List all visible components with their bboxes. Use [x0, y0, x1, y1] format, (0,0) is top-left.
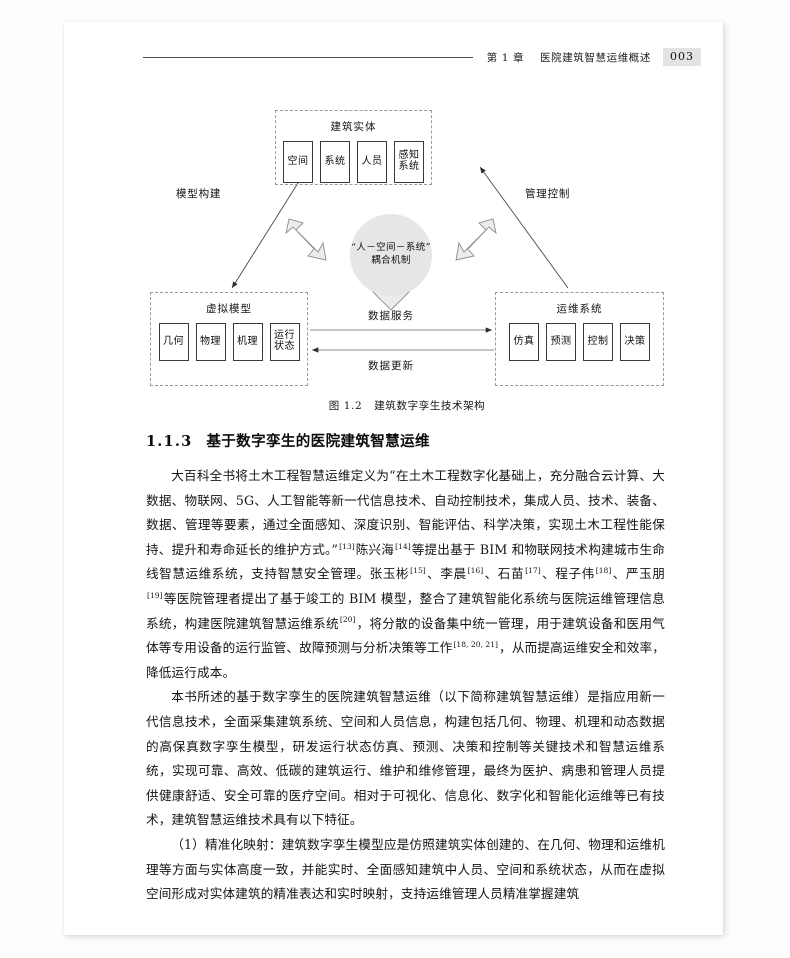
p1-seg-j: ，从而提高运维安全和效率，降低运行成本。	[146, 640, 665, 680]
chip-sensing-system: 感知系统	[394, 141, 424, 183]
p1-seg-f: 、程子伟	[541, 566, 595, 582]
paragraph-3: （1）精准化映射：建筑数字孪生模型应是仿照建筑实体创建的、在几何、物理和运维机理…	[146, 836, 665, 902]
chip-system: 系统	[320, 141, 350, 183]
p1-seg-g: 、严玉朋	[612, 566, 665, 582]
p1-seg-h: 等医院管理者提出了基于竣工的 BIM 模型，整合了建筑智能化系统与医院运维管理信…	[146, 590, 665, 631]
page-number: 003	[663, 48, 701, 66]
p1-ref-18-20-21: [18, 20, 21]	[453, 639, 499, 649]
paragraph-2: 本书所述的基于数字孪生的医院建筑智慧运维（以下简称建筑智慧运维）是指应用新一代信…	[146, 689, 665, 828]
chip-control-label: 控制	[587, 335, 609, 347]
p1-seg-d: 、李晨	[426, 566, 467, 582]
header-chapter-label: 第 1 章	[486, 51, 525, 64]
chip-decision: 决策	[620, 323, 650, 361]
group-building-entity: 建筑实体 空间 系统 人员 感知系统	[275, 110, 432, 185]
chip-simulation: 仿真	[509, 323, 539, 361]
coupling-mechanism-circle: “人－空间－系统” 耦合机制	[350, 214, 432, 296]
chip-decision-label: 决策	[624, 335, 646, 347]
figure-caption-number: 图 1.2	[328, 400, 363, 412]
chip-personnel: 人员	[357, 141, 387, 183]
p1-seg-b: 陈兴海	[355, 541, 395, 557]
chip-mechanism: 机理	[232, 323, 263, 361]
chip-space: 空间	[283, 141, 313, 183]
group-om-system-title: 运维系统	[556, 303, 603, 315]
p1-seg-a: 大百科全书将土木工程智慧运维定义为“在土木工程数字化基础上，充分融合云计算、大数…	[146, 468, 665, 557]
chip-operating-state-label: 运行状态	[274, 330, 295, 352]
p1-ref-17: [17]	[525, 566, 541, 576]
figure-caption: 图 1.2 建筑数字孪生技术架构	[150, 398, 664, 413]
chip-system-label: 系统	[324, 155, 346, 167]
flow-label-data-update: 数据更新	[368, 360, 414, 372]
chip-physics: 物理	[195, 323, 226, 361]
coupling-circle-line1: “人－空间－系统”	[351, 242, 431, 254]
header-title-label: 医院建筑智慧运维概述	[540, 51, 651, 64]
figure-caption-text: 建筑数字孪生技术架构	[374, 400, 486, 412]
p1-ref-15: [15]	[410, 566, 426, 576]
figure-1-2: 建筑实体 空间 系统 人员 感知系统 虚拟模型 几何 物理 机理 运行状态	[150, 110, 664, 415]
group-virtual-model: 虚拟模型 几何 物理 机理 运行状态	[150, 292, 308, 386]
group-virtual-model-title: 虚拟模型	[206, 303, 252, 315]
chip-control: 控制	[583, 323, 613, 361]
chip-simulation-label: 仿真	[513, 335, 535, 347]
header-text: 第 1 章 医院建筑智慧运维概述	[487, 50, 651, 65]
chip-operating-state: 运行状态	[269, 323, 300, 361]
group-om-system-items: 仿真 预测 控制 决策	[496, 323, 663, 361]
chip-mechanism-label: 机理	[237, 335, 258, 347]
chip-prediction: 预测	[546, 323, 576, 361]
p1-ref-14: [14]	[395, 541, 411, 551]
chip-geometry: 几何	[158, 323, 189, 361]
group-building-entity-items: 空间 系统 人员 感知系统	[276, 141, 431, 183]
group-building-entity-title: 建筑实体	[330, 121, 377, 133]
chip-personnel-label: 人员	[361, 155, 383, 167]
chip-prediction-label: 预测	[550, 335, 572, 347]
section-heading: 1.1.3 基于数字孪生的医院建筑智慧运维	[146, 430, 666, 451]
flow-label-data-service: 数据服务	[368, 310, 414, 322]
group-om-system: 运维系统 仿真 预测 控制 决策	[495, 292, 664, 386]
body-text: 大百科全书将土木工程智慧运维定义为“在土木工程数字化基础上，充分融合云计算、大数…	[146, 464, 665, 907]
chip-geometry-label: 几何	[163, 335, 184, 347]
running-header: 第 1 章 医院建筑智慧运维概述 003	[64, 44, 723, 70]
edge-label-model-construction: 模型构建	[176, 188, 222, 200]
group-virtual-model-items: 几何 物理 机理 运行状态	[151, 323, 307, 361]
section-title: 基于数字孪生的医院建筑智慧运维	[206, 433, 430, 450]
coupling-circle-line2: 耦合机制	[371, 255, 411, 266]
p1-seg-i: ，将分散的设备集中统一管理，用于建筑设备和医用气体等专用设备的运行监管、故障预测…	[146, 615, 666, 656]
p1-ref-13: [13]	[339, 541, 355, 551]
p1-seg-e: 、石苗	[484, 566, 525, 582]
chip-sensing-system-label: 感知系统	[398, 150, 420, 172]
page-sheet: 第 1 章 医院建筑智慧运维概述 003	[64, 22, 723, 935]
p1-ref-20: [20]	[339, 615, 356, 625]
p1-ref-18: [18]	[595, 566, 612, 576]
edge-label-management-control: 管理控制	[525, 188, 571, 200]
chip-space-label: 空间	[287, 155, 309, 167]
p1-seg-c: 等提出基于 BIM 和物联网技术构建城市生命线智慧运维系统，支持智慧安全管理。张…	[146, 541, 665, 582]
section-number: 1.1.3	[146, 433, 193, 450]
chip-physics-label: 物理	[200, 335, 221, 347]
p1-ref-16: [16]	[467, 566, 484, 576]
p1-ref-19: [19]	[147, 590, 163, 600]
header-rule	[142, 56, 473, 58]
paragraph-1: 大百科全书将土木工程智慧运维定义为“在土木工程数字化基础上，充分融合云计算、大数…	[146, 464, 665, 685]
